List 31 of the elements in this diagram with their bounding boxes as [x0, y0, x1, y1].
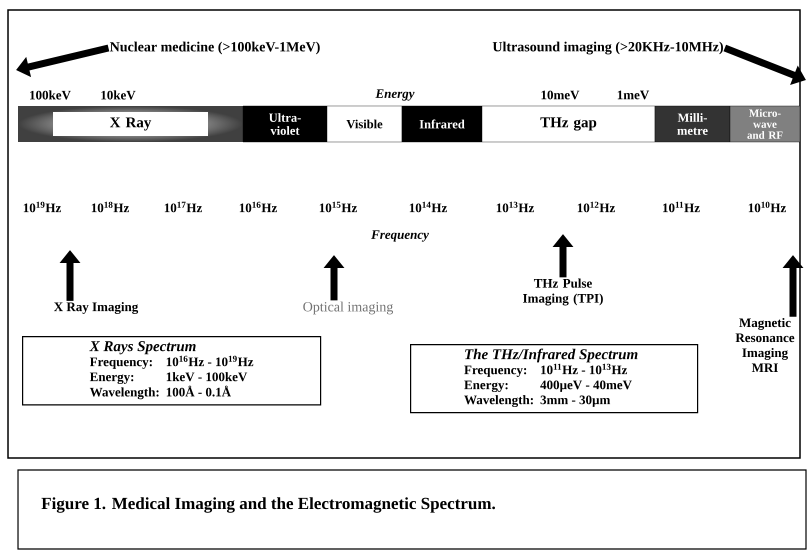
- spectrum-band: Ultra- violet: [242, 106, 328, 142]
- energy-label: 10keV: [101, 90, 136, 100]
- frequency-label: 10$^{15}$Hz: [320, 202, 357, 212]
- axis-title: Energy: [375, 89, 415, 101]
- frequency-label: 10$^{11}$Hz: [663, 202, 700, 212]
- modality-label: Ultrasound imaging (>20KHz-10MHz): [492, 42, 723, 54]
- spectrum-band: Micro- wave and RF: [730, 106, 800, 142]
- frequency-label: 10$^{19}$Hz: [24, 202, 61, 212]
- spectrum-band: Milli- metre: [654, 106, 730, 142]
- modality-label: Nuclear medicine (>100keV-1MeV): [110, 42, 320, 54]
- frequency-label: 10$^{18}$Hz: [92, 202, 129, 212]
- caption-box: Figure 1. Medical Imaging and the Electromagnetic Spectrum.: [17, 469, 807, 550]
- frequency-label: 10$^{12}$Hz: [578, 202, 615, 212]
- frequency-label: 10$^{10}$Hz: [748, 202, 786, 212]
- info-box: The THz/Infrared Spectrum Frequency: 10$^{11}$Hz - 10$^{13}$Hz Energy: 400µeV - 40meV Wavelength: 3mm - 30µm: [410, 344, 698, 414]
- imaging-label: X Ray Imaging: [54, 302, 138, 314]
- frequency-label: 10$^{13}$Hz: [496, 202, 534, 212]
- spectrum-band: THz gap: [482, 106, 656, 142]
- imaging-label: Magnetic Resonance Imaging MRI: [736, 318, 794, 372]
- frequency-label: 10$^{14}$Hz: [410, 202, 447, 212]
- axis-title: Frequency: [371, 230, 429, 242]
- spectrum-band: X Ray: [53, 112, 208, 136]
- info-box: X Rays Spectrum Frequency: 10$^{16}$Hz - 10$^{19}$Hz Energy: 1keV - 100keV Wavelength: 100Å - 0.1Å: [22, 336, 322, 406]
- spectrum-band: Visible: [326, 106, 402, 142]
- energy-label: 100keV: [30, 90, 71, 100]
- energy-label: 1meV: [618, 90, 650, 100]
- imaging-label: Optical imaging: [303, 302, 394, 314]
- spectrum-band: Infrared: [402, 106, 482, 142]
- imaging-label: THz Pulse Imaging (TPI): [523, 278, 603, 306]
- frequency-label: 10$^{17}$Hz: [164, 202, 202, 212]
- frequency-label: 10$^{16}$Hz: [240, 202, 277, 212]
